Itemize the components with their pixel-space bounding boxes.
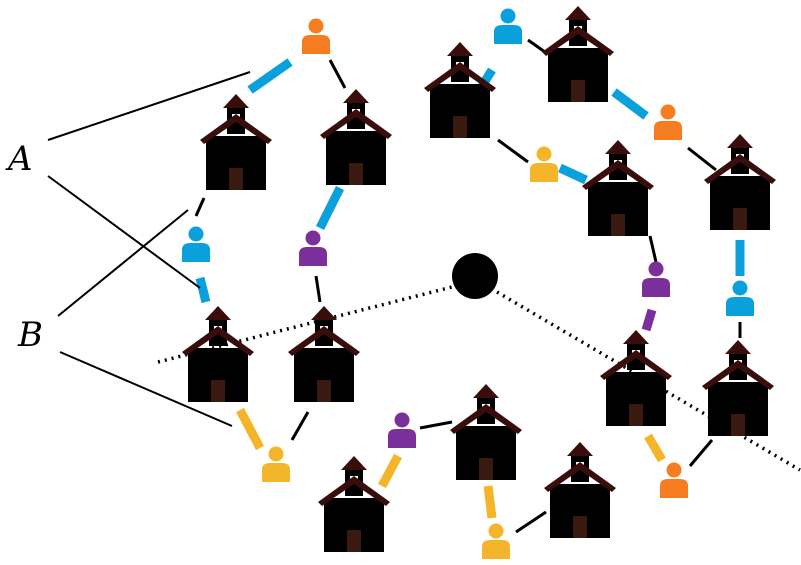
red-school-icon (702, 340, 774, 436)
link-edge-5 (314, 275, 322, 303)
blue-link-edge-16 (195, 276, 211, 304)
green-school-icon (424, 42, 496, 138)
blue-person-icon (494, 8, 522, 44)
red-school-icon (200, 94, 272, 190)
link-edge-9 (419, 420, 453, 430)
blue-link-edge-15 (558, 163, 588, 185)
purple-person-icon (642, 261, 670, 297)
link-edge-1 (527, 38, 546, 54)
label-a: A (5, 139, 33, 179)
link-edge-2 (687, 146, 717, 172)
link-edge-10 (515, 510, 547, 534)
purple-person-icon (299, 230, 327, 266)
red-school-icon (542, 6, 614, 102)
link-edge-0 (328, 59, 347, 89)
blue-link-edge-17 (315, 185, 345, 231)
yellow-link-edge-23 (644, 433, 666, 463)
green-school-icon (450, 384, 522, 480)
link-edge-11 (688, 439, 714, 467)
blue-person-icon (726, 280, 754, 316)
label-pointer-line-0 (47, 71, 251, 141)
link-edge-8 (290, 411, 310, 441)
yellow-link-edge-21 (378, 453, 402, 489)
green-school-icon (704, 134, 776, 230)
orange-person-icon (654, 104, 682, 140)
orange-person-icon (660, 462, 688, 498)
link-edge-6 (648, 235, 658, 263)
green-school-icon (320, 89, 392, 185)
label-pointer-line-3 (59, 351, 233, 427)
blue-link-edge-14 (611, 88, 649, 120)
red-school-icon (582, 140, 654, 236)
label-pointer-line-2 (57, 209, 189, 317)
red-school-icon (544, 442, 616, 538)
label-pointer-line-1 (47, 175, 201, 289)
purple-person-icon (388, 412, 416, 448)
blue-link-edge-12 (247, 58, 293, 94)
edges (47, 38, 801, 534)
yellow-link-edge-20 (236, 407, 264, 451)
link-edge-3 (497, 138, 529, 164)
yellow-person-icon (262, 446, 290, 482)
yellow-person-icon (482, 523, 510, 559)
purple-link-edge-19 (641, 308, 657, 332)
central-node (452, 253, 498, 299)
yellow-link-edge-22 (483, 485, 497, 519)
yellow-person-icon (530, 146, 558, 182)
green-school-icon (182, 306, 254, 402)
red-school-icon (318, 456, 390, 552)
label-b: B (17, 315, 43, 355)
red-school-icon (288, 306, 360, 402)
blue-person-icon (182, 226, 210, 262)
orange-person-icon (302, 18, 330, 54)
link-edge-4 (194, 197, 206, 217)
green-school-icon (600, 330, 672, 426)
